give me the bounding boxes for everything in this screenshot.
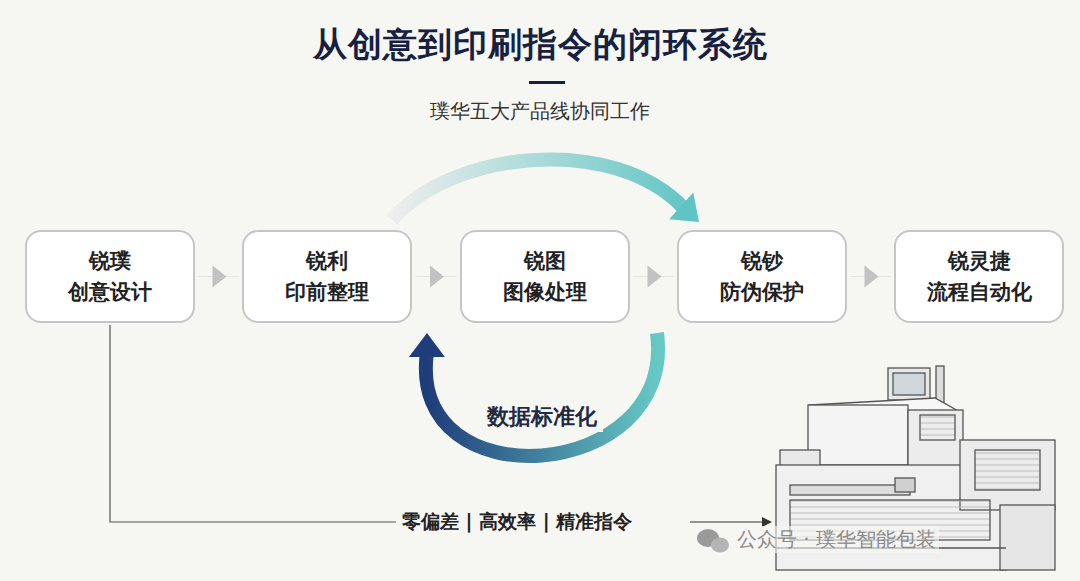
benefit-label: 零偏差 | 高效率 | 精准指令 [398,509,636,535]
process-box: 锐图图像处理 [460,230,630,323]
flow-chevron [633,266,674,288]
loop-arc-bottom [409,333,658,456]
arrowhead [430,266,444,288]
product-function: 印前整理 [285,277,369,307]
watermark: 公众号 · 璞华智能包装 [734,526,939,553]
edge-label: 数据标准化 [481,402,603,432]
product-name: 锐璞 [89,246,131,276]
product-function: 流程自动化 [927,277,1032,307]
product-function: 防伪保护 [720,277,804,307]
arrowhead [409,333,445,357]
process-box: 锐璞创意设计 [25,230,195,323]
process-box: 锐钞防伪保护 [677,230,847,323]
product-name: 锐利 [306,246,348,276]
product-name: 锐图 [524,246,566,276]
caption: 璞华五大产品线协同工作 [0,98,1080,125]
leader-line [110,325,396,522]
wechat-icon [697,529,729,553]
process-box: 锐灵捷流程自动化 [894,230,1064,323]
flow-chevron [850,266,891,288]
loop-arc-top [392,159,699,222]
divider [529,81,565,84]
product-function: 创意设计 [68,277,152,307]
arrowhead [669,193,699,222]
title: 从创意到印刷指令的闭环系统 [0,22,1080,68]
arrowhead [648,266,662,288]
arrowhead [213,266,227,288]
flow-chevron [415,266,457,288]
flow-chevron [198,266,239,288]
process-box: 锐利印前整理 [242,230,412,323]
product-function: 图像处理 [503,277,587,307]
product-name: 锐灵捷 [948,246,1011,276]
leader-arrow [690,521,764,522]
product-name: 锐钞 [741,246,783,276]
arrowhead [865,266,879,288]
